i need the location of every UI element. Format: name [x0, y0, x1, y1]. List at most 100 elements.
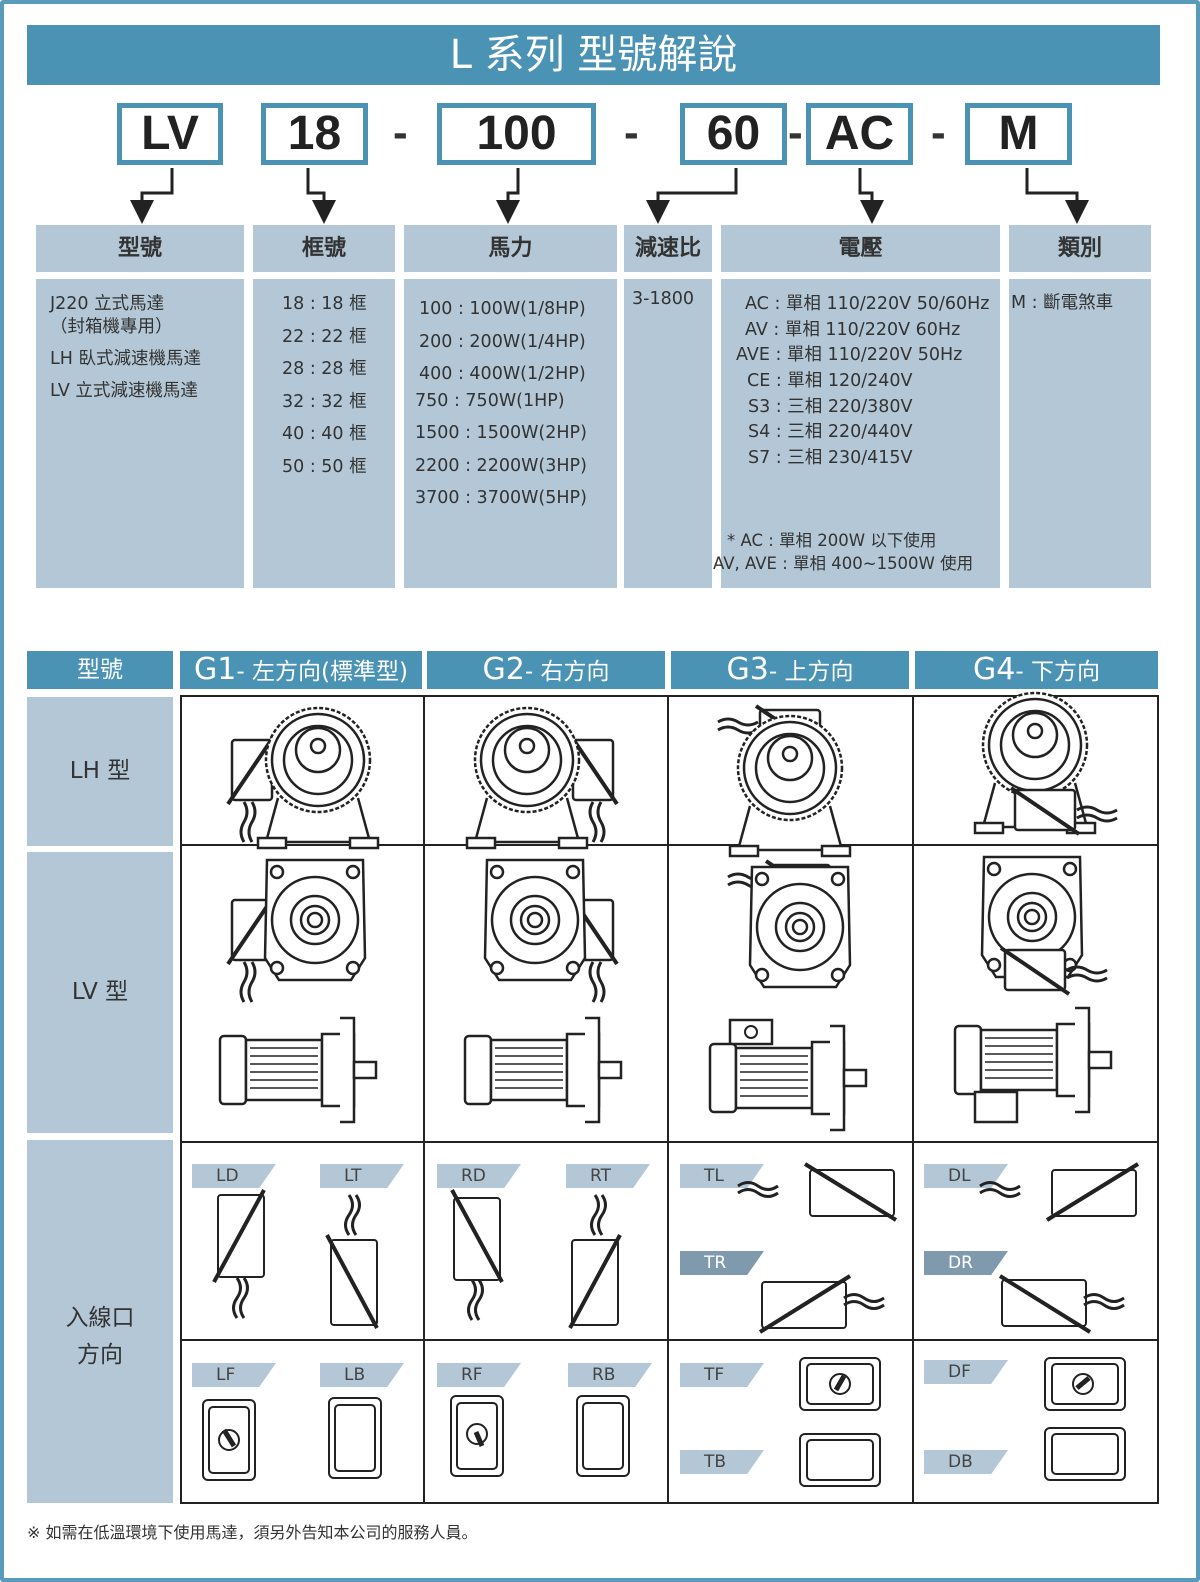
lh-g1-drawing [226, 706, 380, 850]
wiring-ld-drawing [212, 1189, 266, 1320]
lh-g3-drawing [716, 704, 852, 858]
grid-divider [423, 695, 425, 1504]
col-body-ratio: 3-1800 [624, 279, 712, 588]
wiring-tf-drawing [799, 1357, 881, 1411]
col-body-power: 100 : 100W(1/8HP) 200 : 200W(1/4HP) 400 … [404, 279, 617, 588]
lv-g2-side [463, 1016, 623, 1124]
wiring-dl-drawing [978, 1162, 1140, 1222]
tag-tl: TL [680, 1164, 764, 1188]
wiring-tr-drawing [758, 1274, 886, 1334]
wiring-dr-drawing [998, 1274, 1126, 1334]
code-separator: - [931, 108, 946, 157]
code-box-voltage: AC [806, 103, 913, 165]
code-separator: - [624, 108, 639, 157]
tag-df: DF [924, 1360, 1008, 1384]
model-line: （封箱機專用） [50, 317, 173, 337]
code-separator: - [393, 108, 408, 157]
orient-text: - 下方向 [1015, 659, 1100, 685]
model-line: LV 立式減速機馬達 [50, 381, 198, 401]
orient-code: G3 [726, 652, 769, 687]
orient-code: G4 [973, 652, 1016, 687]
flange-icon [483, 858, 587, 982]
motor-side-icon [463, 1016, 623, 1124]
voltage-note: AV, AVE : 單相 400~1500W 使用 [713, 554, 974, 573]
code-box-ratio: 60 [680, 103, 787, 165]
lv-g4-flange [980, 855, 1109, 996]
wiring-rb-drawing [576, 1395, 630, 1477]
footnote: ※ 如需在低溫環境下使用馬達，須另外告知本公司的服務人員。 [27, 1523, 478, 1542]
type-line: M : 斷電煞車 [1011, 293, 1114, 313]
wiring-tl-drawing [736, 1162, 898, 1222]
col-header-ratio: 減速比 [624, 225, 712, 272]
orient-header-g3: G3- 上方向 [671, 651, 909, 689]
motor-end-icon [256, 706, 380, 850]
power-line: 100 : 100W(1/8HP) [419, 299, 586, 319]
power-line: 200 : 200W(1/4HP) [419, 331, 586, 352]
orient-text: - 左方向(標準型) [236, 659, 408, 685]
grid-divider [180, 844, 1159, 846]
orient-code: G2 [482, 652, 525, 687]
lv-g3-side [708, 1018, 868, 1132]
lh-g4-drawing [973, 691, 1119, 836]
terminal-box-icon [1009, 786, 1119, 836]
wiring-rf-drawing [450, 1395, 504, 1477]
orient-code: G1 [194, 652, 237, 687]
motor-side-icon [218, 1016, 378, 1124]
col-header-power: 馬力 [404, 225, 617, 272]
voltage-line: AV : 單相 110/220V 60Hz [745, 320, 961, 340]
power-line: 400 : 400W(1/2HP) [419, 364, 586, 384]
flange-icon [263, 858, 367, 982]
wiring-df-drawing [1044, 1357, 1126, 1411]
orient-header-model: 型號 [27, 651, 173, 689]
wiring-rd-drawing [450, 1189, 504, 1322]
tag-ld: LD [192, 1164, 276, 1188]
code-box-type: M [965, 103, 1072, 165]
wiring-db-drawing [1044, 1427, 1126, 1481]
power-line: 2200 : 2200W(3HP) [415, 455, 587, 476]
wiring-rt-drawing [568, 1193, 622, 1329]
ratio-line: 3-1800 [632, 289, 694, 309]
frame-line: 18 : 18 框 [282, 294, 367, 314]
model-line: J220 立式馬達 [50, 294, 165, 314]
orient-header-g4: G4- 下方向 [915, 651, 1158, 689]
grid-divider [180, 1141, 1159, 1143]
wiring-lf-drawing [202, 1399, 256, 1481]
voltage-note: * AC : 單相 200W 以下使用 [727, 531, 937, 550]
frame-line: 22 : 22 框 [282, 326, 367, 347]
col-header-type: 類別 [1009, 225, 1151, 272]
row-label-lv: LV 型 [27, 852, 173, 1133]
lv-g3-flange [726, 859, 852, 989]
frame-line: 32 : 32 框 [282, 391, 367, 412]
code-box-model: LV [117, 103, 223, 165]
power-line: 3700 : 3700W(5HP) [415, 488, 587, 508]
motor-end-icon [465, 706, 589, 850]
connector-arrows [130, 168, 1089, 224]
frame-line: 40 : 40 框 [282, 424, 367, 444]
grid-divider [180, 1339, 1159, 1341]
frame-line: 28 : 28 框 [282, 359, 367, 379]
lv-g1-side [218, 1016, 378, 1124]
grid-divider [667, 695, 669, 1504]
grid-divider [912, 695, 914, 1504]
code-separator: - [788, 108, 803, 157]
col-body-type: M : 斷電煞車 [1009, 279, 1151, 588]
orient-text: - 上方向 [768, 659, 854, 685]
voltage-line: S4 : 三相 220/440V [748, 422, 913, 442]
tag-tf: TF [680, 1363, 764, 1387]
lv-g2-flange [483, 858, 619, 1004]
orient-header-g1: G1- 左方向(標準型) [180, 651, 422, 689]
frame-line: 50 : 50 框 [282, 456, 367, 477]
col-header-voltage: 電壓 [721, 225, 1000, 272]
code-box-power: 100 [437, 103, 596, 165]
motor-end-icon [728, 714, 852, 858]
orient-header-g2: G2- 右方向 [427, 651, 665, 689]
voltage-line: AC : 單相 110/220V 50/60Hz [745, 294, 990, 314]
wiring-lt-drawing [325, 1193, 379, 1329]
col-body-frame: 18 : 18 框 22 : 22 框 28 : 28 框 32 : 32 框 … [253, 279, 395, 588]
voltage-line: S3 : 三相 220/380V [748, 397, 913, 417]
row-label-wiring: 入線口 方向 [27, 1140, 173, 1503]
voltage-line: CE : 單相 120/240V [747, 371, 913, 391]
orient-text: - 右方向 [524, 659, 610, 685]
flange-icon [748, 865, 852, 989]
power-line: 1500 : 1500W(2HP) [415, 423, 587, 443]
